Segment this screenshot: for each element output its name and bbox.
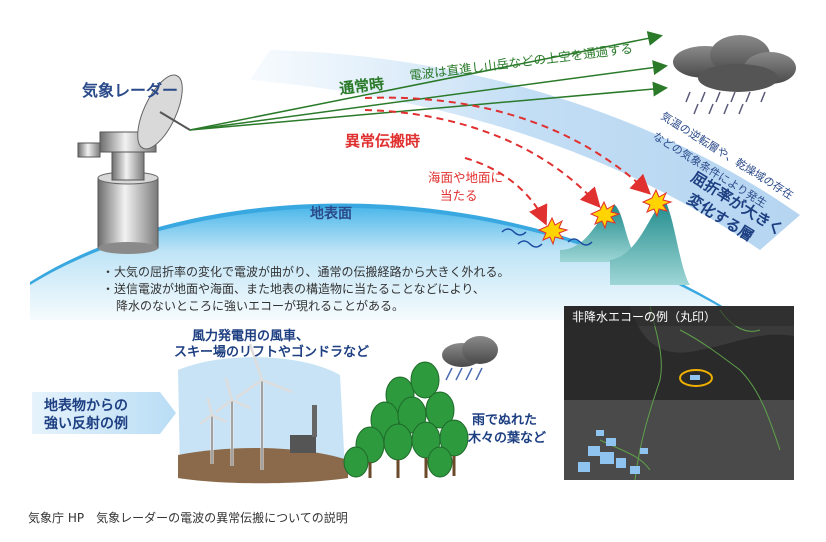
wind-label-line1: 風力発電用の風車、 xyxy=(192,328,309,344)
rain-cloud-icon xyxy=(673,35,796,115)
echo-title: 非降水エコーの例（丸印） xyxy=(572,310,716,324)
reflection-example-tag xyxy=(32,392,176,434)
sea-waves xyxy=(501,228,593,248)
explanation-line1: ・大気の屈折率の変化で電波が曲がり、通常の伝搬経路から大きく外れる。 xyxy=(102,264,510,279)
wind-label-line2: スキー場のリフトやゴンドラなど xyxy=(174,344,369,360)
explanation-line3: 降水のないところに強いエコーが現れることがある。 xyxy=(116,298,404,313)
radar-label: 気象レーダー xyxy=(82,81,178,100)
earth-ground xyxy=(30,207,760,332)
normal-label: 通常時 xyxy=(338,75,385,98)
reflection-tag-line2: 強い反射の例 xyxy=(44,415,128,432)
echo-example-image xyxy=(564,305,794,481)
surface-label: 地表面 xyxy=(310,205,352,222)
normal-caption: 電波は直進し山岳などの上空を通過する xyxy=(409,41,634,83)
explanation-line2: ・送信電波が地面や海面、また地表の構造物に当たることなどにより、 xyxy=(102,281,485,296)
anomalous-label: 異常伝搬時 xyxy=(345,132,420,150)
hit-label-line2: 当たる xyxy=(440,188,478,203)
normal-rays xyxy=(189,30,668,131)
hill-2 xyxy=(610,200,690,285)
hit-label-line1: 海面や地面に xyxy=(428,170,503,185)
wind-turbine-scene xyxy=(178,343,348,484)
impact-flashes xyxy=(537,188,673,246)
hill-1 xyxy=(560,205,640,262)
wet-trees-scene xyxy=(343,336,498,478)
reflection-tag-line1: 地表物からの xyxy=(44,397,128,414)
anomalous-rays xyxy=(364,96,651,226)
refraction-layer-band xyxy=(250,50,800,250)
radar-tower xyxy=(77,74,191,254)
tree-label-line2: 木々の葉など xyxy=(467,430,546,446)
tree-label-line1: 雨でぬれた xyxy=(472,413,537,428)
source-caption: 気象庁 HP 気象レーダーの電波の異常伝搬についての説明 xyxy=(28,510,348,525)
